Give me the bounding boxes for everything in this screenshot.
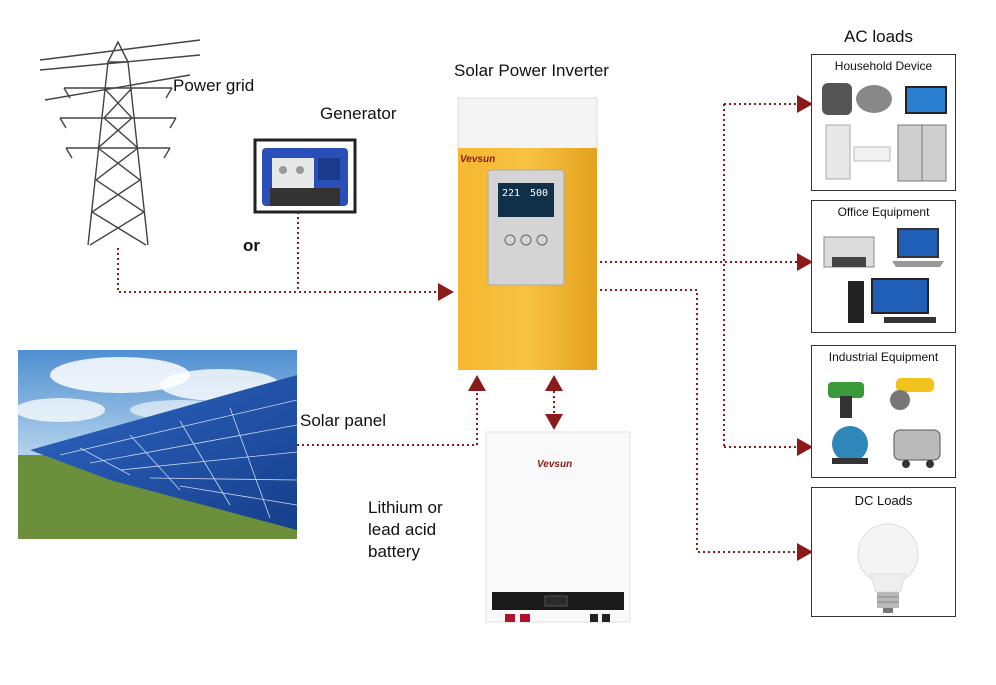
solar-to-inverter-connector bbox=[297, 375, 486, 446]
battery-logo: Vevsun bbox=[537, 459, 573, 470]
connectors bbox=[117, 95, 813, 561]
battery-label-line-3: battery bbox=[368, 542, 420, 561]
ac-loads-label: AC loads bbox=[844, 27, 913, 46]
battery-label: Lithium or lead acid battery bbox=[368, 497, 443, 563]
light-bulb-icon bbox=[857, 523, 919, 613]
office-equipment-panel: Office Equipment bbox=[811, 200, 956, 333]
inverter-display-right: 500 bbox=[530, 188, 549, 199]
dc-loads-title: DC Loads bbox=[854, 493, 913, 508]
battery-label-line-1: Lithium or bbox=[368, 498, 443, 517]
inverter-icon bbox=[457, 97, 598, 370]
industrial-equipment-title: Industrial Equipment bbox=[828, 350, 939, 364]
inverter-logo: Vevsun bbox=[460, 154, 496, 165]
solar-panel-label: Solar panel bbox=[300, 411, 387, 430]
grid-to-inverter-connector bbox=[117, 248, 454, 301]
industrial-equipment-panel: Industrial Equipment bbox=[811, 345, 956, 478]
dc-loads-panel: DC Loads bbox=[811, 487, 956, 617]
inverter-label: Solar Power Inverter bbox=[454, 61, 609, 80]
power-tower-icon bbox=[39, 39, 201, 246]
household-appliances-icon bbox=[822, 83, 947, 182]
industrial-tools-icon bbox=[828, 378, 941, 468]
generator-label: Generator bbox=[320, 104, 397, 123]
office-equipment-title: Office Equipment bbox=[837, 205, 930, 219]
household-device-panel: Household Device bbox=[811, 54, 956, 191]
inverter-display-left: 221 bbox=[502, 188, 521, 199]
solar-panel-photo-icon bbox=[15, 350, 298, 539]
office-devices-icon bbox=[823, 228, 944, 323]
battery-label-line-2: lead acid bbox=[368, 520, 437, 539]
generator-icon bbox=[253, 138, 357, 214]
household-device-title: Household Device bbox=[834, 59, 933, 73]
power-grid-label: Power grid bbox=[173, 76, 255, 95]
battery-icon bbox=[485, 431, 631, 623]
or-label: or bbox=[243, 236, 260, 255]
inverter-to-dc-connector bbox=[600, 289, 813, 561]
